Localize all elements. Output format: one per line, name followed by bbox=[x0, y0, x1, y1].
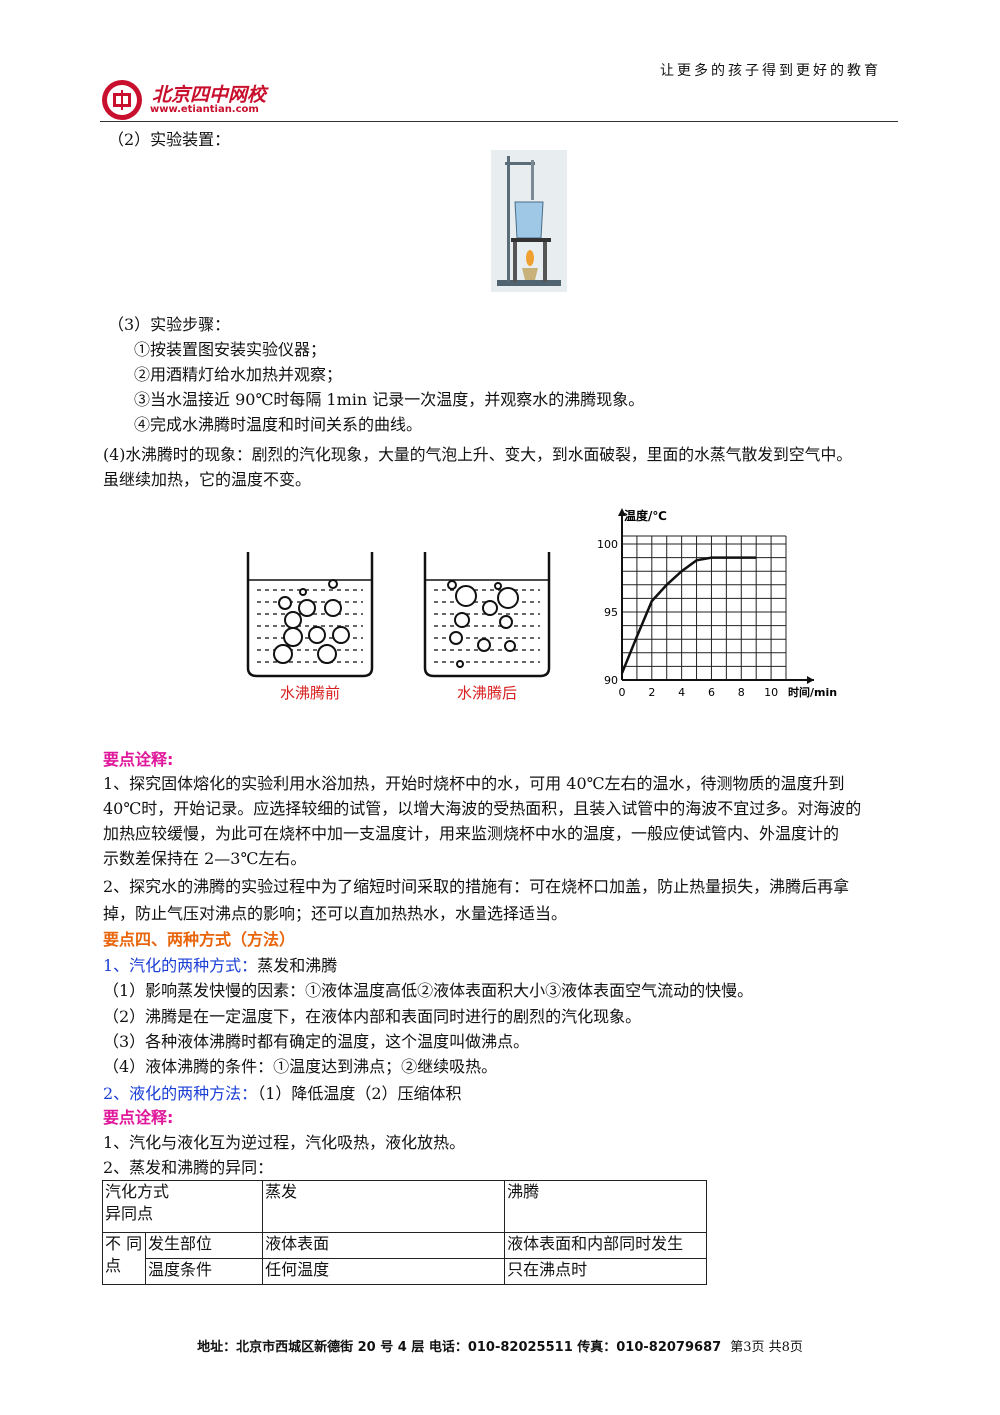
table-header-row: 汽化方式 异同点 蒸发 沸腾 bbox=[101, 1180, 707, 1233]
group-line1: 不 同 bbox=[105, 1234, 143, 1253]
row-label: 温度条件 bbox=[144, 1258, 264, 1285]
logo-name: 北京四中网校 bbox=[152, 84, 267, 106]
notes1-p1-line1: 1、探究固体熔化的实验利用水浴加热，开始时烧杯中的水，可用 40℃左右的温水，待… bbox=[103, 774, 845, 793]
y-axis-arrow-icon bbox=[618, 508, 626, 516]
x-tick-label: 0 bbox=[619, 686, 626, 699]
y-tick-label: 95 bbox=[604, 606, 618, 619]
point4-sub2: 2、液化的两种方法：（1）降低温度（2）压缩体积 bbox=[103, 1082, 462, 1106]
row-cell: 任何温度 bbox=[262, 1258, 506, 1285]
footer-page: 第3页 共8页 bbox=[730, 1340, 803, 1355]
section-3-title: （3）实验步骤： bbox=[108, 315, 231, 334]
beaker-before-label: 水沸腾前 bbox=[279, 684, 340, 702]
table-row: 温度条件 任何温度 只在沸点时 bbox=[103, 1258, 707, 1285]
notes1-p1-line4: 示数差保持在 2—3℃左右。 bbox=[103, 849, 307, 868]
beaker-after-label: 水沸腾后 bbox=[456, 684, 517, 702]
point4-item-2: （2）沸腾是在一定温度下，在液体内部和表面同时进行的剧烈的汽化现象。 bbox=[103, 1007, 642, 1026]
table-col-boiling: 沸腾 bbox=[504, 1180, 707, 1233]
series-line bbox=[620, 556, 757, 674]
boiling-phenomenon-line1: (4)水沸腾时的现象：剧烈的汽化现象，大量的气泡上升、变大，到水面破裂，里面的水… bbox=[103, 445, 853, 464]
apparatus-image bbox=[491, 150, 567, 292]
header-rule bbox=[100, 121, 898, 122]
notes1-p1-line3: 加热应较缓慢，为此可在烧杯中加一支温度计，用来监测烧杯中水的温度，一般应使试管内… bbox=[103, 824, 840, 843]
corner-line1: 汽化方式 bbox=[105, 1182, 170, 1201]
y-tick-label: 90 bbox=[604, 674, 618, 687]
section-2-title: （2）实验装置： bbox=[108, 130, 231, 149]
x-tick-label: 10 bbox=[764, 686, 778, 699]
table-row: 不 同 点 发生部位 液体表面 液体表面和内部同时发生 bbox=[102, 1232, 707, 1285]
notes-heading-1: 要点诠释: bbox=[103, 750, 174, 769]
step-2: ②用酒精灯给水加热并观察； bbox=[134, 365, 343, 384]
corner-line2: 异同点 bbox=[105, 1204, 154, 1223]
footer: 地址：北京市西城区新德街 20 号 4 层 电话：010-82025511 传真… bbox=[0, 1336, 1000, 1355]
temperature-time-chart: 0 2 4 6 8 10 90 95 100 温度/℃ 时间/min bbox=[590, 500, 840, 710]
row-cell: 液体表面 bbox=[262, 1232, 506, 1259]
x-tick-label: 6 bbox=[708, 686, 715, 699]
table-col-evaporation: 蒸发 bbox=[262, 1180, 506, 1233]
step-3: ③当水温接近 90℃时每隔 1min 记录一次温度，并观察水的沸腾现象。 bbox=[134, 390, 645, 409]
point4-sub2-label: 2、液化的两种方法： bbox=[103, 1084, 258, 1103]
point4-item-4: （4）液体沸腾的条件：①温度达到沸点；②继续吸热。 bbox=[103, 1057, 498, 1076]
x-tick-label: 4 bbox=[678, 686, 685, 699]
point4-sub1-label: 1、汽化的两种方式： bbox=[103, 956, 258, 975]
notes2-line1: 1、汽化与液化互为逆过程，汽化吸热，液化放热。 bbox=[103, 1133, 466, 1152]
notes1-p2-line1: 2、探究水的沸腾的实验过程中为了缩短时间采取的措施有：可在烧杯口加盖，防止热量损… bbox=[103, 877, 850, 896]
point4-item-3: （3）各种液体沸腾时都有确定的温度，这个温度叫做沸点。 bbox=[103, 1032, 530, 1051]
y-axis-label: 温度/℃ bbox=[624, 508, 667, 523]
logo-url: www.etiantian.com bbox=[150, 104, 259, 115]
table-corner-cell: 汽化方式 异同点 bbox=[101, 1180, 264, 1233]
x-tick-label: 2 bbox=[648, 686, 655, 699]
table-group-cell: 不 同 点 bbox=[102, 1232, 146, 1285]
footer-address: 地址：北京市西城区新德街 20 号 4 层 电话：010-82025511 传真… bbox=[197, 1340, 722, 1355]
x-axis-label: 时间/min bbox=[788, 685, 837, 699]
step-1: ①按装置图安装实验仪器； bbox=[134, 340, 327, 359]
logo-emblem-icon bbox=[102, 80, 142, 120]
x-tick-label: 8 bbox=[738, 686, 745, 699]
logo bbox=[100, 78, 144, 122]
notes1-p1-line2: 40℃时，开始记录。应选择较细的试管，以增大海波的受热面积，且装入试管中的海波不… bbox=[103, 799, 862, 818]
notes-heading-2: 要点诠释: bbox=[103, 1108, 174, 1127]
row-cell: 只在沸点时 bbox=[504, 1258, 707, 1285]
x-axis-arrow-icon bbox=[807, 676, 814, 684]
step-4: ④完成水沸腾时温度和时间关系的曲线。 bbox=[134, 415, 423, 434]
row-label: 发生部位 bbox=[144, 1232, 264, 1259]
beaker-before: 水沸腾前 bbox=[245, 550, 375, 710]
y-tick-label: 100 bbox=[597, 538, 618, 551]
group-line2: 点 bbox=[105, 1256, 122, 1275]
notes2-line2: 2、蒸发和沸腾的异同： bbox=[103, 1158, 274, 1177]
notes1-p2-line2: 掉，防止气压对沸点的影响；还可以直加热热水，水量选择适当。 bbox=[103, 904, 568, 923]
point4-sub1: 1、汽化的两种方式：蒸发和沸腾 bbox=[103, 954, 337, 978]
point4-sub1-text: 蒸发和沸腾 bbox=[257, 956, 338, 975]
point4-heading: 要点四、两种方式（方法） bbox=[103, 930, 296, 949]
point4-item-1: （1）影响蒸发快慢的因素：①液体温度高低②液体表面积大小③液体表面空气流动的快慢… bbox=[103, 981, 754, 1000]
comparison-table: 汽化方式 异同点 蒸发 沸腾 不 同 点 发生部位 液体表面 液体表面和内部同时… bbox=[101, 1180, 707, 1285]
header-slogan: 让更多的孩子得到更好的教育 bbox=[660, 63, 881, 79]
chart-svg: 0 2 4 6 8 10 90 95 100 温度/℃ 时间/min bbox=[597, 508, 837, 699]
point4-sub2-text: （1）降低温度（2）压缩体积 bbox=[257, 1084, 462, 1103]
boiling-phenomenon-line2: 虽继续加热，它的温度不变。 bbox=[103, 470, 312, 489]
row-cell: 液体表面和内部同时发生 bbox=[504, 1232, 707, 1259]
beaker-after: 水沸腾后 bbox=[422, 550, 552, 710]
